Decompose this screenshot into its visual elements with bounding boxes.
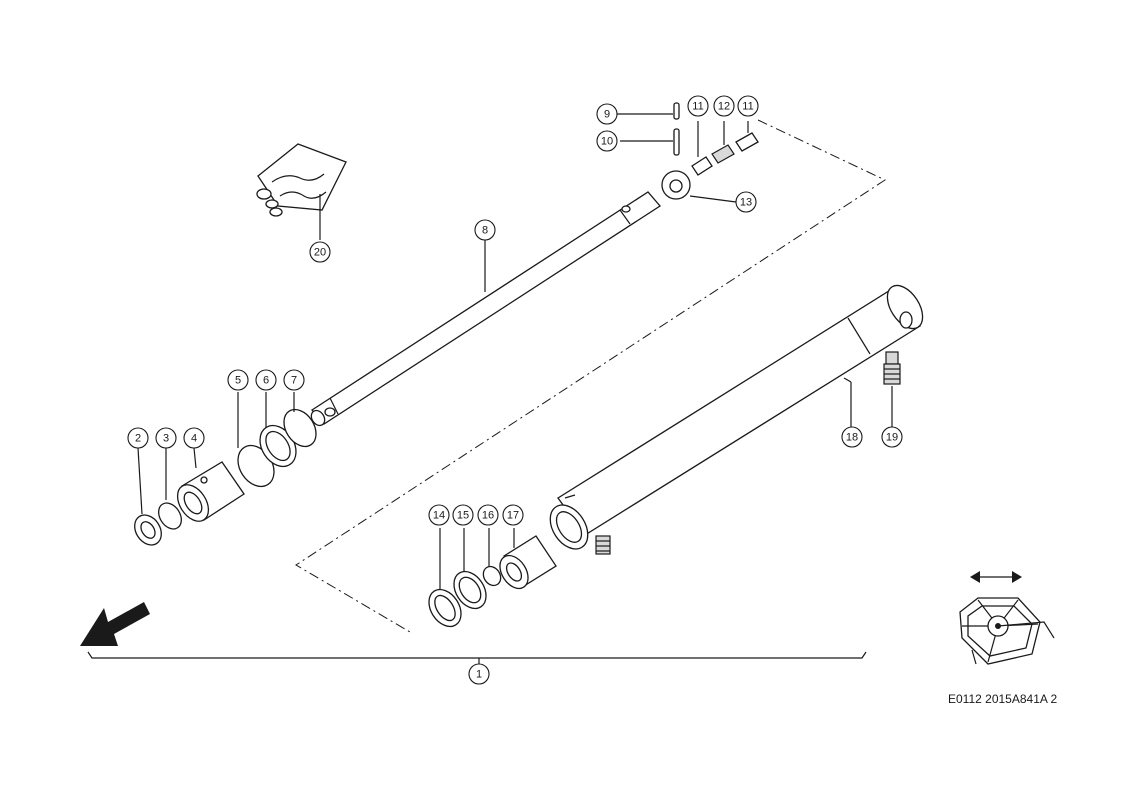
callout-8: 8 (474, 219, 496, 241)
callout-circle (596, 130, 618, 152)
callout-label: 18 (846, 432, 858, 444)
callout-9: 9 (596, 103, 618, 125)
callout-11: 11 (737, 95, 759, 117)
callout-label: 6 (263, 375, 269, 387)
callout-13: 13 (735, 191, 757, 213)
callout-19: 19 (881, 426, 903, 448)
direction-arrow-icon (80, 602, 150, 646)
cylinder-barrel (549, 284, 924, 550)
callout-18: 18 (841, 426, 863, 448)
callout-circle (255, 369, 277, 391)
callout-label: 20 (314, 247, 326, 259)
barrel-fitting (595, 535, 611, 555)
callout-4: 4 (183, 427, 205, 449)
reference-code: E0112 2015A841A 2 (948, 692, 1058, 706)
assembly-bracket (87, 651, 867, 659)
callout-16: 16 (477, 504, 499, 526)
callout-label: 15 (457, 510, 469, 522)
seal-kit-bag (256, 143, 347, 240)
callout-circle (735, 191, 757, 213)
callout-circle (687, 95, 709, 117)
callout-label: 13 (740, 197, 752, 209)
callout-11: 11 (687, 95, 709, 117)
callout-7: 7 (283, 369, 305, 391)
callout-circle (502, 504, 524, 526)
callout-label: 3 (163, 433, 169, 445)
callout-label: 14 (433, 510, 445, 522)
callout-1: 1 (468, 663, 490, 685)
callout-label: 16 (482, 510, 494, 522)
piston-assembly (428, 528, 557, 628)
callout-circle (452, 504, 474, 526)
callout-circle (596, 103, 618, 125)
gland-assembly (134, 447, 245, 546)
callout-circle (227, 369, 249, 391)
callout-12: 12 (713, 95, 735, 117)
callout-10: 10 (596, 130, 618, 152)
callout-circle (283, 369, 305, 391)
callout-label: 19 (886, 432, 898, 444)
callout-17: 17 (502, 504, 524, 526)
callout-label: 11 (742, 101, 753, 113)
callout-circle (474, 219, 496, 241)
rod-seals (237, 392, 317, 488)
callout-15: 15 (452, 504, 474, 526)
callout-label: 11 (692, 101, 703, 113)
callout-label: 2 (135, 433, 141, 445)
callout-circle (155, 427, 177, 449)
callout-label: 1 (476, 669, 482, 681)
callout-circle (183, 427, 205, 449)
callout-5: 5 (227, 369, 249, 391)
callout-circle (127, 427, 149, 449)
grease-fitting (883, 351, 901, 427)
callout-circle (468, 663, 490, 685)
callout-label: 10 (601, 136, 613, 148)
machine-location-icon (959, 571, 1055, 665)
callout-14: 14 (428, 504, 450, 526)
callout-2: 2 (127, 427, 149, 449)
callout-circle (713, 95, 735, 117)
piston-rod (310, 191, 661, 427)
callout-label: 7 (291, 375, 297, 387)
callout-label: 9 (604, 109, 610, 121)
rod-end-parts (616, 102, 759, 203)
callout-circle (477, 504, 499, 526)
callout-circle (737, 95, 759, 117)
callout-label: 5 (235, 375, 241, 387)
callout-label: 12 (718, 101, 730, 113)
callout-circle (841, 426, 863, 448)
callout-circle (309, 241, 331, 263)
callout-circle (881, 426, 903, 448)
callout-label: 17 (507, 510, 519, 522)
callout-circle (428, 504, 450, 526)
callout-label: 8 (482, 225, 488, 237)
callout-6: 6 (255, 369, 277, 391)
callout-20: 20 (309, 241, 331, 263)
callout-3: 3 (155, 427, 177, 449)
callout-label: 4 (191, 433, 197, 445)
